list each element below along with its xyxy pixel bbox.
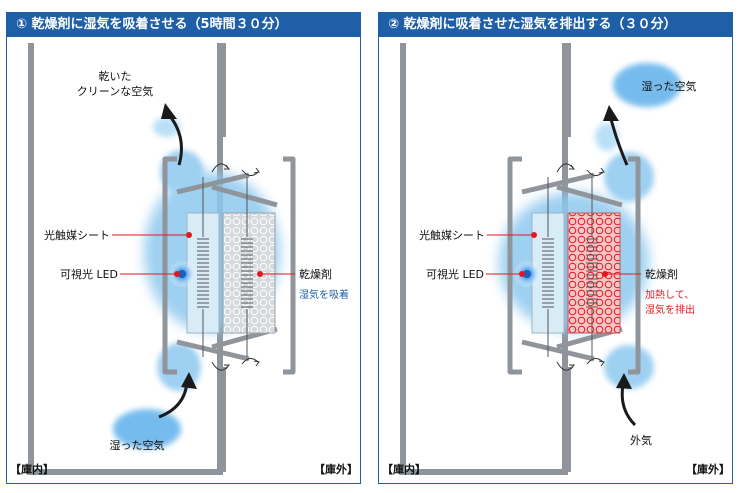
outside-label: 【庫外】 xyxy=(314,462,358,476)
bottom-air-label: 外気 xyxy=(630,433,652,447)
top-air-label-line2: クリーンな空気 xyxy=(77,84,153,98)
panel-title: ② 乾燥剤に吸着させた湿気を排出する（３０分） xyxy=(379,13,732,37)
heater-coil-icon xyxy=(197,177,253,357)
vent-flap-arrow-icon xyxy=(211,163,260,371)
sheet-label: 光触媒シート xyxy=(44,228,110,242)
desiccant-label: 乾燥剤 xyxy=(299,267,332,281)
label-pointer xyxy=(112,232,295,277)
outside-label: 【庫外】 xyxy=(686,462,730,476)
release-diagram: 湿った空気 光触媒シート 可視光 LED 乾燥剤 加熱して、 湿気を排出 外気 … xyxy=(382,43,730,476)
led-label: 可視光 LED xyxy=(426,267,484,281)
heater-coil-icon xyxy=(542,177,598,357)
device-frame xyxy=(162,156,296,375)
vent-flap-arrow-icon xyxy=(556,163,605,371)
inside-label: 【庫内】 xyxy=(382,462,426,476)
airflow-arrowhead-icon xyxy=(603,105,619,121)
label-pointer xyxy=(486,232,641,277)
desiccant-block-heated xyxy=(567,212,621,334)
desiccant-block xyxy=(222,212,276,334)
desiccant-note-line2: 湿気を排出 xyxy=(645,303,695,316)
airflow-arrow-icon xyxy=(609,118,637,427)
airflow-arrowhead-icon xyxy=(616,373,632,389)
led-icon xyxy=(178,270,186,278)
top-air-label-line1: 乾いた xyxy=(99,70,132,83)
device-frame xyxy=(507,156,641,375)
desiccant-note: 湿気を吸着 xyxy=(299,288,349,301)
panel-title: ① 乾燥剤に湿気を吸着させる（5時間３０分） xyxy=(7,13,360,37)
panel-absorb: ① 乾燥剤に湿気を吸着させる（5時間３０分） xyxy=(6,12,361,484)
desiccant-label: 乾燥剤 xyxy=(645,267,678,281)
airflow-arrowhead-icon xyxy=(161,103,177,119)
panel-release: ② 乾燥剤に吸着させた湿気を排出する（３０分） xyxy=(378,12,733,484)
absorb-diagram: 乾いた クリーンな空気 光触媒シート 可視光 LED 乾燥剤 湿気を吸着 湿った… xyxy=(10,43,358,476)
airflow-arrowhead-icon xyxy=(181,372,197,389)
led-icon xyxy=(523,270,531,278)
top-air-label: 湿った空気 xyxy=(642,79,697,93)
sheet-label: 光触媒シート xyxy=(419,228,485,242)
led-label: 可視光 LED xyxy=(60,267,118,281)
desiccant-note-line1: 加熱して、 xyxy=(645,288,694,301)
inside-label: 【庫内】 xyxy=(10,462,54,476)
bottom-air-label: 湿った空気 xyxy=(110,438,165,452)
